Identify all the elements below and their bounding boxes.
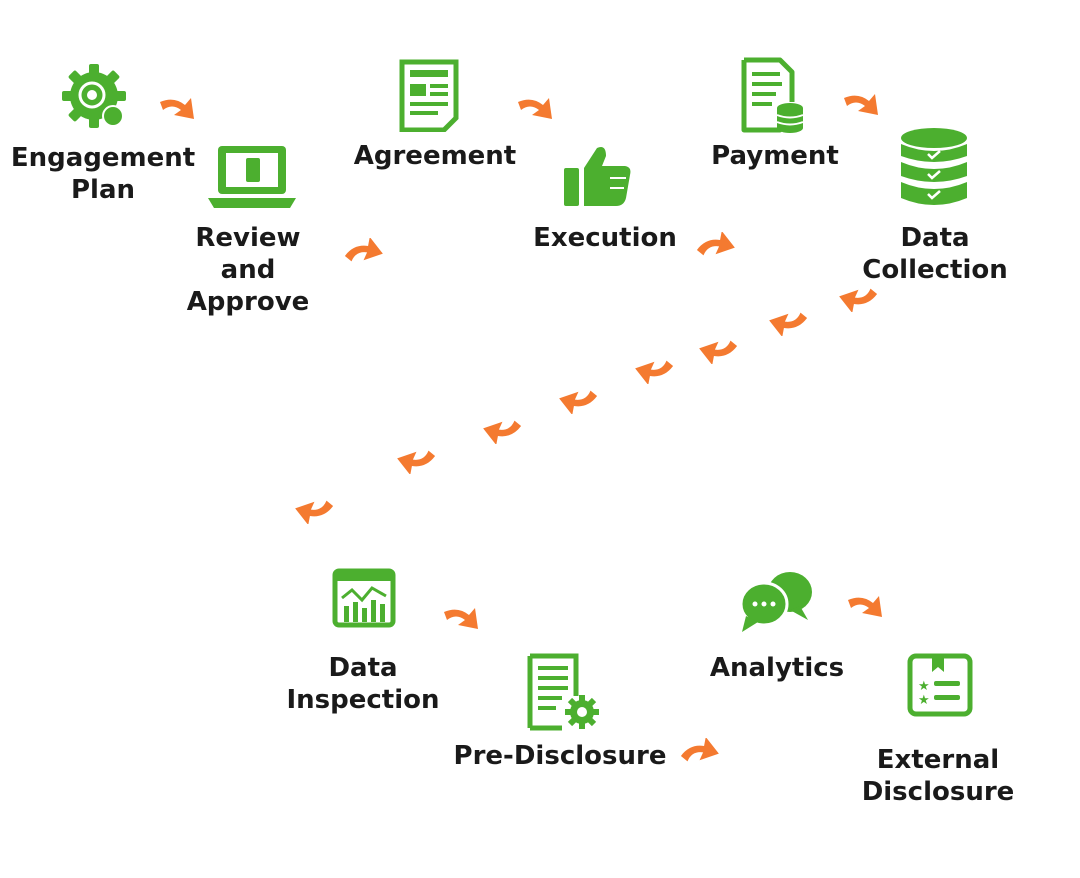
step-label-line: External (876, 745, 1000, 775)
step-label-line: and (220, 255, 276, 285)
step-label-line: Review (195, 223, 301, 253)
svg-text:★: ★ (918, 679, 930, 694)
document-gear-icon (527, 653, 599, 731)
chart-monitor-icon (332, 568, 396, 628)
arrow-up-right-icon (696, 232, 736, 262)
svg-text:★: ★ (918, 693, 930, 708)
arrow-down-left-icon (558, 384, 598, 414)
step-label-line: Execution (533, 223, 677, 253)
step-label-line: Data (328, 653, 398, 683)
arrow-down-left-icon (634, 354, 674, 384)
arrow-right-icon (158, 94, 198, 124)
form-document-icon (399, 59, 459, 132)
arrow-up-right-icon (680, 738, 720, 768)
arrow-down-left-icon (698, 334, 738, 364)
arrow-down-left-icon (838, 282, 878, 312)
step-label-line: Approve (186, 287, 310, 317)
arrow-right-icon (846, 592, 886, 622)
arrow-down-left-icon (294, 494, 334, 524)
database-icon (901, 128, 967, 205)
step-label-line: Collection (862, 255, 1008, 285)
arrow-down-left-icon (482, 414, 522, 444)
step-label-line: Analytics (709, 653, 845, 683)
step-label-line: Payment (711, 141, 839, 171)
step-label-line: Agreement (353, 141, 517, 171)
arrow-down-left-icon (396, 444, 436, 474)
document-database-icon (741, 57, 804, 133)
gear-icon (62, 64, 126, 128)
step-label-line: Inspection (286, 685, 440, 715)
bookmark-list-icon: ★ ★ (907, 653, 973, 717)
laptop-icon (208, 146, 296, 208)
arrow-up-right-icon (344, 238, 384, 268)
step-label-line: Data (900, 223, 970, 253)
arrow-down-left-icon (768, 306, 808, 336)
arrow-right-icon (842, 90, 882, 120)
step-label-line: Plan (70, 175, 136, 205)
arrow-right-icon (442, 604, 482, 634)
chat-bubbles-icon (739, 572, 812, 632)
arrow-right-icon (516, 94, 556, 124)
thumbs-up-icon (564, 147, 631, 206)
step-label-line: Disclosure (861, 777, 1015, 807)
step-label-line: Engagement (10, 143, 196, 173)
step-label-line: Pre-Disclosure (453, 741, 667, 771)
